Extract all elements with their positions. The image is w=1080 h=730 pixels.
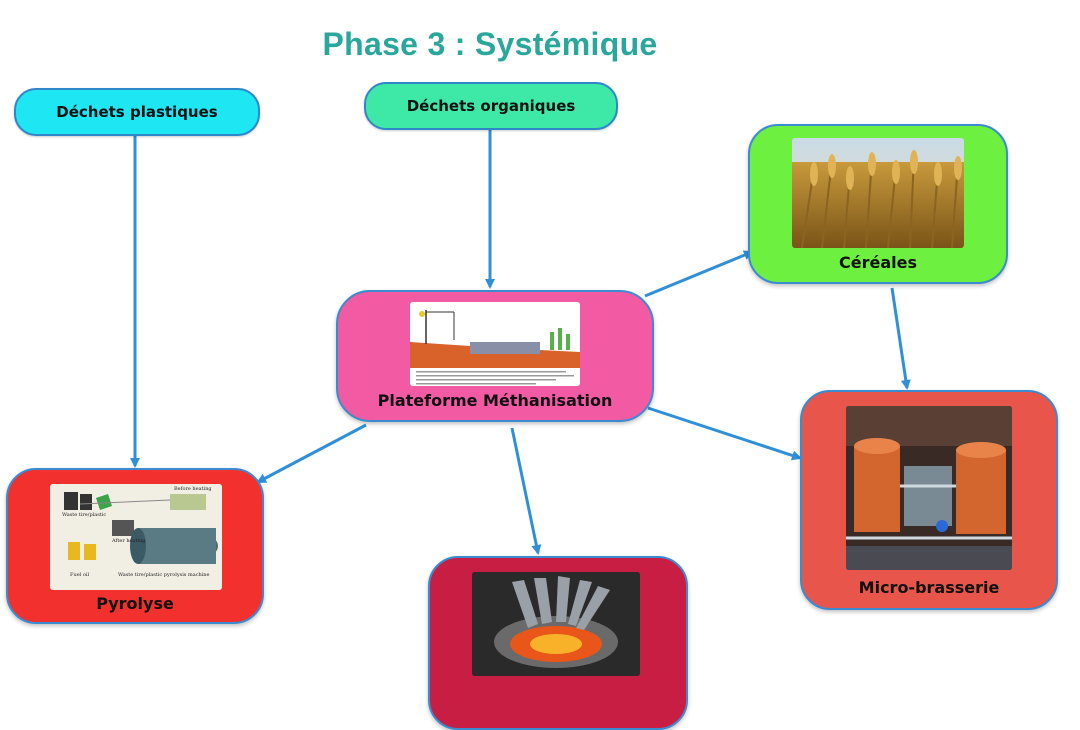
furnace-fire-image: [472, 572, 640, 676]
node-cereales: Céréales: [748, 124, 1008, 284]
arrow-methan-to-cereals: [644, 250, 754, 298]
node-dechets-plastiques: Déchets plastiques: [14, 88, 260, 136]
methanisation-schema-image: [410, 302, 580, 386]
arrow-methan-to-brewery: [647, 406, 802, 461]
node-label: Déchets plastiques: [56, 103, 218, 121]
pyrolysis-machine-icon: [50, 484, 222, 590]
wheat-image: [792, 138, 964, 248]
arrow-methan-to-furnace: [510, 427, 542, 555]
arrow-methan-to-pyrolysis: [256, 423, 367, 484]
node-pyrolyse: Waste tire/plastic Before heating After …: [6, 468, 264, 624]
page-title: Phase 3 : Systémique: [322, 26, 658, 62]
label-waste: Waste tire/plastic: [62, 512, 107, 518]
furnace-fire-icon: [472, 572, 640, 676]
node-label: Micro-brasserie: [858, 578, 1000, 597]
arrow-cereals-to-brewery: [890, 287, 911, 390]
pyrolysis-machine-image: Waste tire/plastic Before heating After …: [50, 484, 222, 590]
node-label: Déchets organiques: [406, 97, 576, 115]
label-machine: Waste tire/plastic pyrolysis machine: [118, 572, 210, 578]
node-micro-brasserie: Micro-brasserie: [800, 390, 1058, 610]
node-label: Céréales: [839, 253, 917, 272]
node-furnace: [428, 556, 688, 730]
label-fuel: Fuel oil: [70, 572, 90, 578]
node-dechets-organiques: Déchets organiques: [364, 82, 618, 130]
brewery-tanks-icon: [846, 406, 1012, 570]
connector-arrows: [130, 130, 911, 555]
node-label: Plateforme Méthanisation: [377, 391, 613, 410]
label-after: After heating: [112, 538, 146, 544]
brewery-tanks-image: [846, 406, 1012, 570]
label-before: Before heating: [174, 486, 212, 492]
node-label: Pyrolyse: [96, 594, 174, 613]
wheat-icon: [792, 138, 964, 248]
node-plateforme-methanisation: Plateforme Méthanisation: [336, 290, 654, 422]
methanisation-schema-icon: [410, 302, 580, 386]
